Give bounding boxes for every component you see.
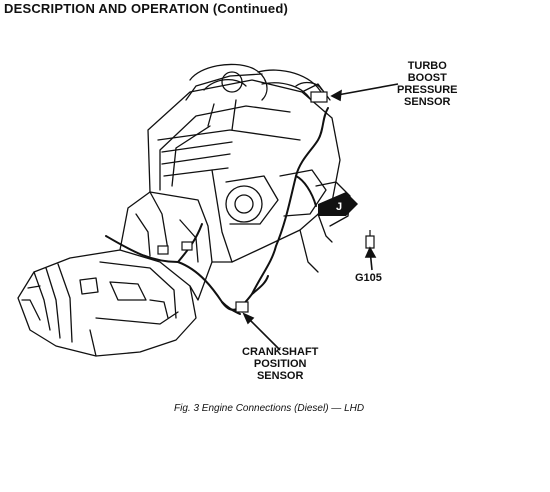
crank-sensor-label: CRANKSHAFT POSITION SENSOR (242, 346, 319, 382)
turbocharger-drawing (189, 63, 323, 131)
page-header: DESCRIPTION AND OPERATION (Continued) (4, 1, 288, 16)
j-tag-letter: J (336, 201, 342, 213)
header-continued: (Continued) (212, 1, 289, 16)
turbo-leader (331, 83, 399, 97)
ground-label: G105 (355, 272, 382, 284)
ground-bolt (365, 235, 375, 249)
connectors (157, 91, 375, 313)
bell-housing-drawing (119, 191, 213, 301)
turbo-sensor-label: TURBO BOOST PRESSURE SENSOR (397, 60, 458, 108)
crank-sensor-connector (235, 301, 249, 313)
transmission-drawing (17, 249, 197, 357)
leader-lines (242, 83, 399, 351)
header-title: DESCRIPTION AND OPERATION (4, 1, 210, 16)
figure-caption: Fig. 3 Engine Connections (Diesel) — LHD (174, 403, 365, 414)
j-tag-marker (318, 192, 358, 216)
turbo-sensor-connector (310, 91, 328, 103)
